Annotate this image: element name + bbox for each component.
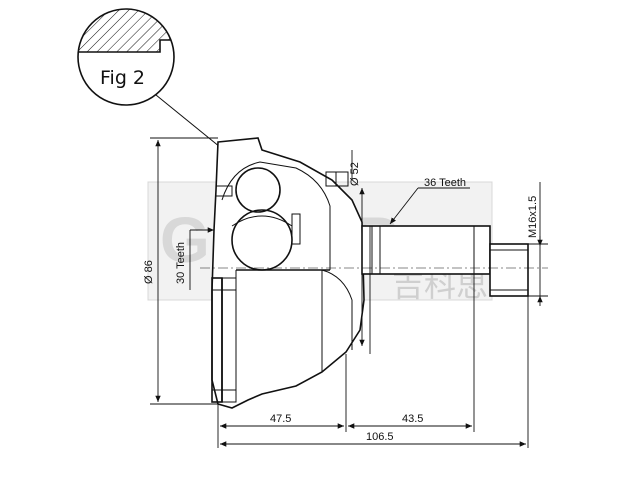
dimension-lines <box>150 137 548 448</box>
length-b-label: 43.5 <box>402 413 423 425</box>
fig-detail-bubble: Fig 2 <box>77 8 237 161</box>
inner-teeth-label: 30 Teeth <box>175 242 187 284</box>
figure-label: Fig 2 <box>100 67 145 89</box>
length-total-label: 106.5 <box>366 431 394 443</box>
shaft-diameter-label: Ø 52 <box>349 162 361 186</box>
outer-diameter-label: Ø 86 <box>143 260 155 284</box>
thread-label: M16x1.5 <box>527 196 539 238</box>
outer-teeth-label: 36 Teeth <box>424 177 466 189</box>
length-a-label: 47.5 <box>270 413 291 425</box>
cv-joint-body <box>200 137 548 409</box>
